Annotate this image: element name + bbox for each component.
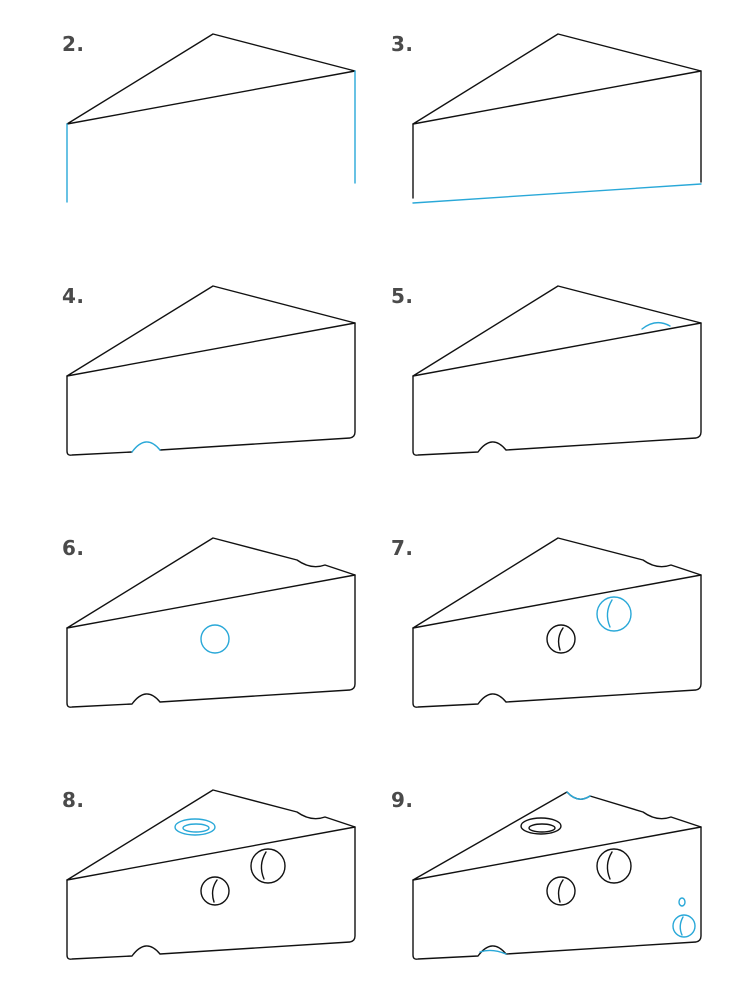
step-5-drawing bbox=[412, 285, 702, 456]
step-9-drawing bbox=[412, 791, 702, 960]
step-label-3: 3. bbox=[391, 32, 414, 56]
step-4-drawing bbox=[66, 285, 356, 456]
step-label-7: 7. bbox=[391, 536, 414, 560]
step-8-drawing bbox=[66, 789, 356, 960]
step-label-2: 2. bbox=[62, 32, 85, 56]
step-label-5: 5. bbox=[391, 284, 414, 308]
step-7-drawing bbox=[412, 537, 702, 708]
step-label-8: 8. bbox=[62, 788, 85, 812]
step-3-drawing bbox=[412, 33, 702, 204]
step-2-drawing bbox=[66, 33, 356, 203]
step-label-6: 6. bbox=[62, 536, 85, 560]
step-label-9: 9. bbox=[391, 788, 414, 812]
step-6-drawing bbox=[66, 537, 356, 708]
step-label-4: 4. bbox=[62, 284, 85, 308]
